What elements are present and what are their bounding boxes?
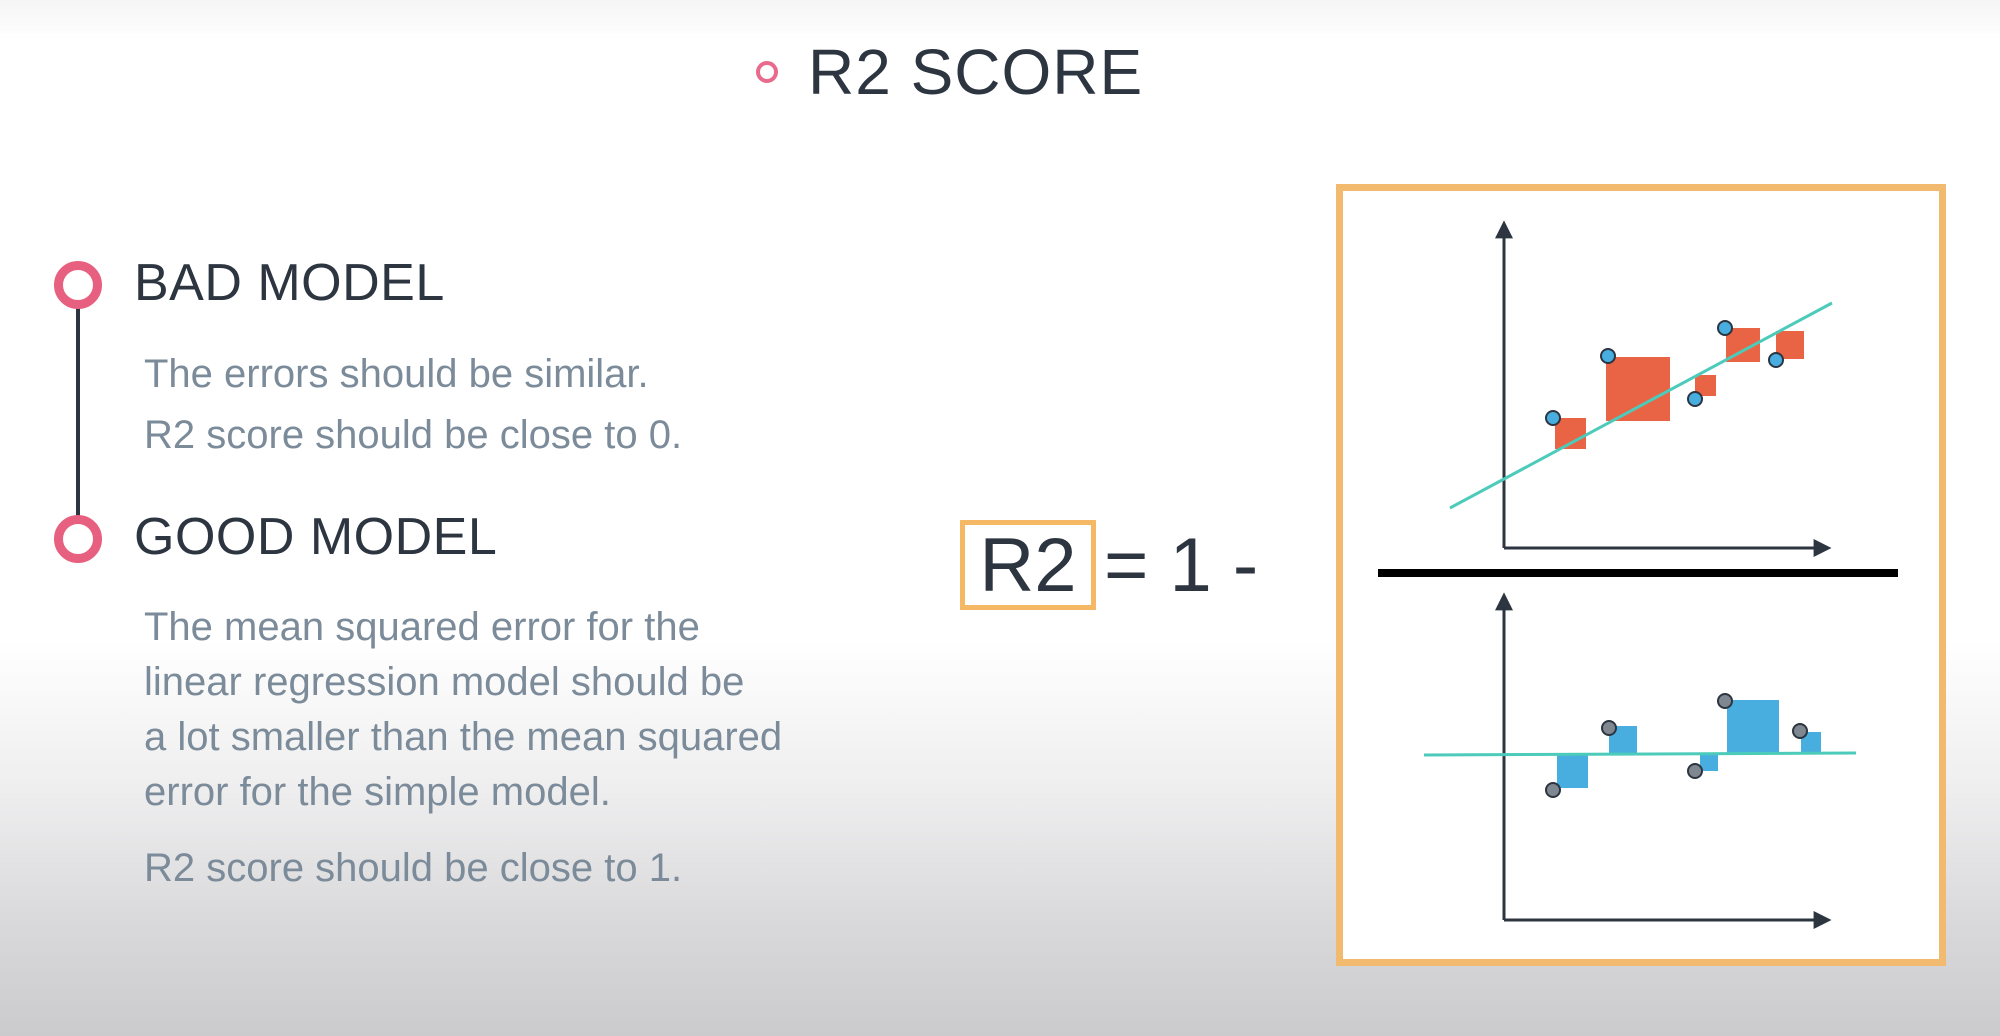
good-model-line-1: The mean squared error for the [144,605,700,649]
mean-line [1423,751,1857,757]
r2-formula: R2 = 1 - [960,518,1258,612]
data-point [1687,763,1703,779]
data-point [1687,391,1703,407]
data-point [1601,720,1617,736]
data-point [1792,723,1808,739]
data-point [1768,352,1784,368]
good-model-heading: GOOD MODEL [134,508,498,566]
good-model-line-3: a lot smaller than the mean squared [144,715,783,759]
data-point [1545,410,1561,426]
data-point [1600,348,1616,364]
bad-model-bullet-icon [54,261,102,309]
numerator-plot [1449,220,1833,557]
error-square [1700,754,1718,771]
regression-line [1449,301,1833,510]
bad-model-heading: BAD MODEL [134,254,445,312]
data-point [1545,782,1561,798]
error-square [1727,700,1779,753]
good-model-line-4: error for the simple model. [144,770,611,814]
r2-term: R2 [979,522,1077,608]
r2-term-box: R2 [960,520,1096,610]
error-square [1801,732,1821,753]
bad-model-line-1: The errors should be similar. [144,352,649,396]
data-point [1717,320,1733,336]
error-square [1606,357,1670,421]
slide-title: R2 SCORE [756,32,1143,112]
error-square [1695,375,1716,396]
good-model-conclusion: R2 score should be close to 1. [144,846,683,890]
good-model-bullet-icon [54,515,102,563]
data-point [1717,693,1733,709]
good-model-line-2: linear regression model should be [144,660,745,704]
error-square [1557,754,1588,788]
timeline-connector [76,284,80,538]
title-text: R2 SCORE [808,36,1144,108]
denominator-plot [1423,592,1857,929]
formula-rest: = 1 - [1104,522,1259,608]
title-bullet-icon [756,61,778,83]
bad-model-line-2: R2 score should be close to 0. [144,413,683,457]
